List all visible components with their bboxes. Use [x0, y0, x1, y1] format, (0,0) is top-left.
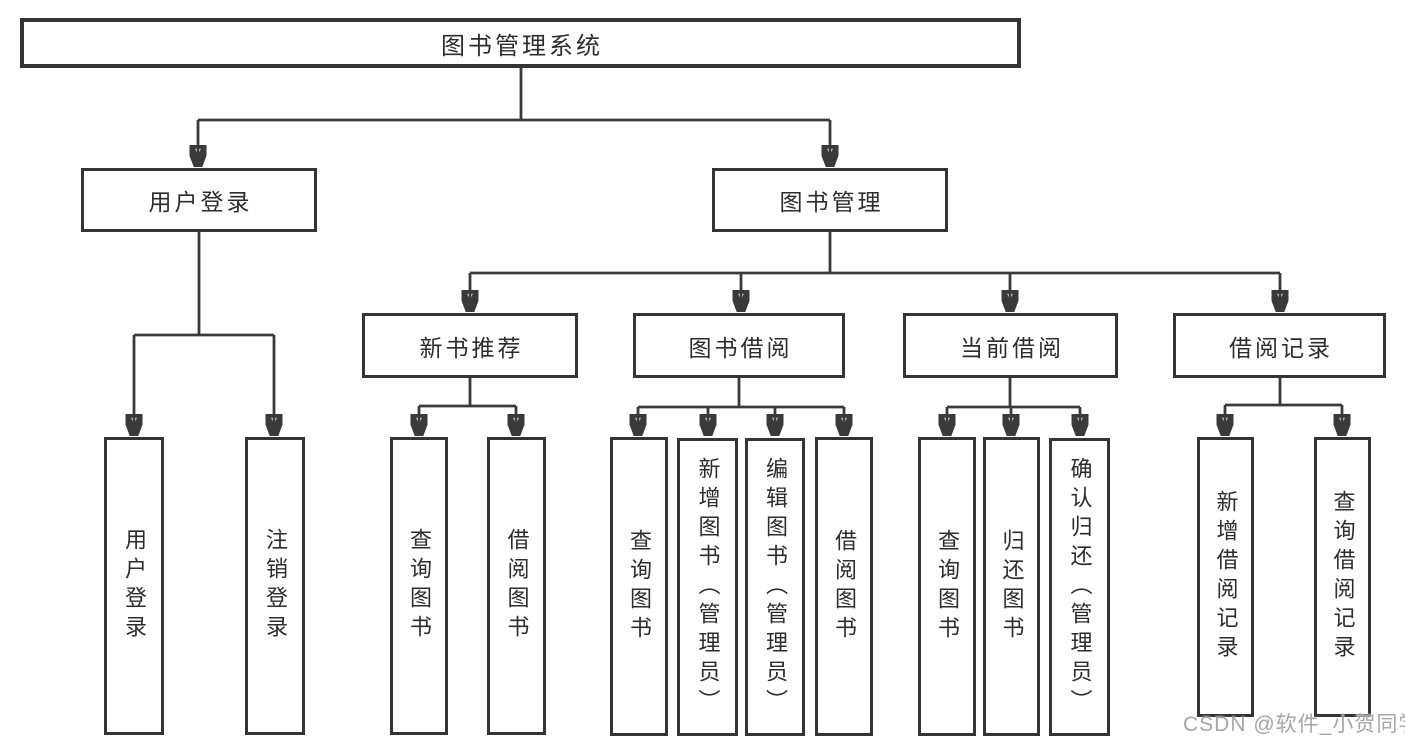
- node-label: 新增借阅记录: [1213, 490, 1239, 664]
- node-label: 图书管理: [779, 189, 884, 215]
- leaf-query-borrow-record: 查询借阅记录: [1314, 437, 1371, 717]
- node-label: 借阅图书: [504, 528, 530, 644]
- edges-current-borrow-branch: [947, 378, 1080, 432]
- node-label: 用户登录: [148, 189, 253, 215]
- leaf-query-books-current: 查询图书: [918, 437, 976, 736]
- leaf-query-books-recommend: 查询图书: [390, 437, 448, 735]
- leaf-logout: 注销登录: [245, 437, 305, 735]
- node-borrowing-records: 借阅记录: [1173, 313, 1386, 378]
- edges-user-login-branch: [134, 232, 274, 432]
- leaf-confirm-return-admin: 确认归还（管理员）: [1049, 438, 1110, 736]
- csdn-watermark: CSDN @软件_小贺同学: [1183, 713, 1405, 736]
- node-label: 用户登录: [122, 528, 147, 644]
- node-new-book-recommend: 新书推荐: [362, 313, 578, 378]
- leaf-add-book-admin: 新增图书（管理员）: [677, 438, 738, 736]
- node-current-borrowing: 当前借阅: [903, 313, 1118, 378]
- node-book-borrowing: 图书借阅: [633, 313, 845, 378]
- node-label: 借阅图书: [832, 528, 857, 645]
- leaf-query-books-borrow: 查询图书: [610, 437, 668, 736]
- node-label: 新书推荐: [419, 334, 524, 361]
- node-label: 图书管理系统: [441, 32, 603, 60]
- node-label: 图书借阅: [688, 334, 793, 361]
- edges-book-borrow-branch: [638, 378, 844, 432]
- leaf-user-login: 用户登录: [104, 437, 164, 735]
- edges-root-to-level2: [198, 68, 830, 163]
- node-label: 查询图书: [407, 528, 432, 644]
- node-book-management: 图书管理: [712, 168, 948, 232]
- node-label: 确认归还（管理员）: [1067, 456, 1093, 718]
- node-label: 编辑图书（管理员）: [763, 456, 788, 718]
- leaf-edit-book-admin: 编辑图书（管理员）: [745, 438, 805, 736]
- leaf-add-borrow-record: 新增借阅记录: [1197, 437, 1254, 717]
- node-user-login: 用户登录: [81, 168, 317, 232]
- node-root-library-system: 图书管理系统: [20, 18, 1021, 68]
- node-label: 查询图书: [935, 528, 960, 645]
- edges-new-book-branch: [419, 378, 516, 432]
- node-label: 归还图书: [999, 528, 1025, 645]
- node-label: 查询图书: [627, 528, 652, 645]
- leaf-borrow-books-recommend: 借阅图书: [487, 437, 546, 735]
- node-label: 查询借阅记录: [1330, 490, 1356, 664]
- node-label: 新增图书（管理员）: [695, 456, 721, 718]
- node-label: 注销登录: [263, 528, 288, 644]
- edges-book-management-branch: [470, 232, 1280, 308]
- node-label: 当前借阅: [960, 334, 1064, 361]
- node-label: 借阅记录: [1229, 334, 1333, 361]
- leaf-borrow-books: 借阅图书: [815, 437, 873, 736]
- edges-borrow-record-branch: [1225, 378, 1342, 432]
- leaf-return-books: 归还图书: [983, 437, 1040, 736]
